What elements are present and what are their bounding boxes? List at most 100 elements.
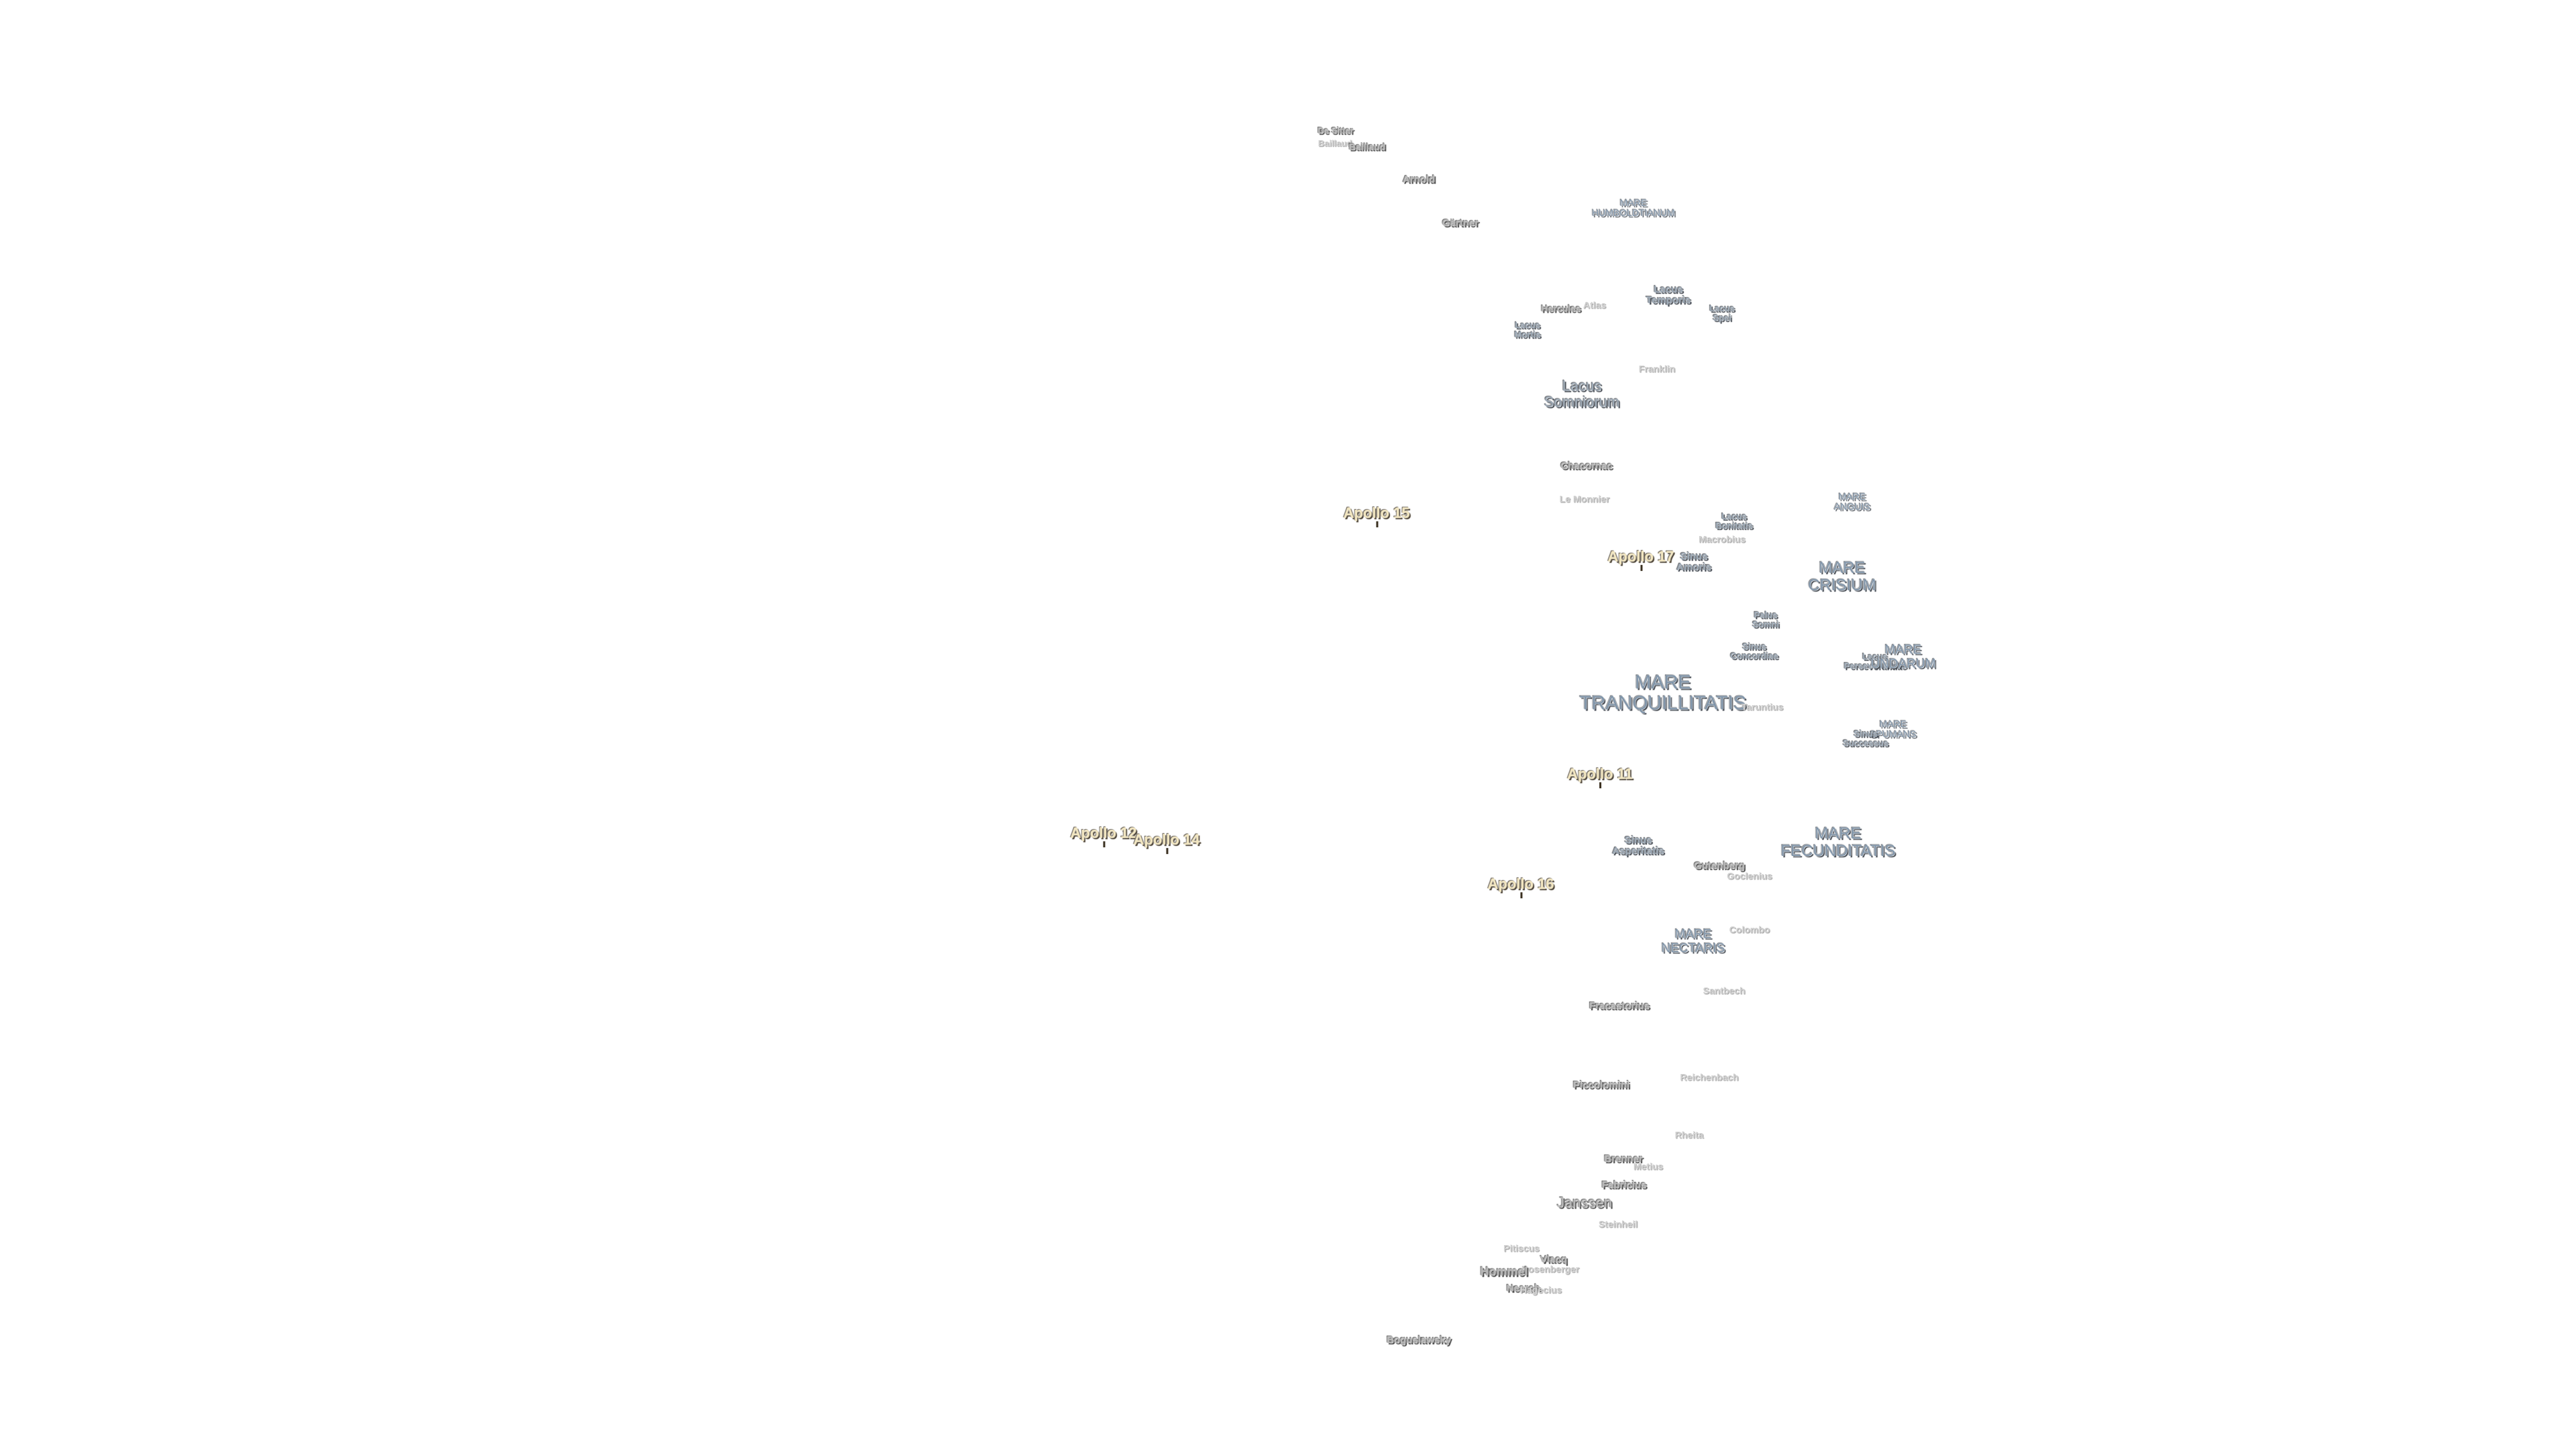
crater-franklin[interactable]: Franklin — [1638, 363, 1676, 374]
crater-fracastorius[interactable]: Fracastorius — [1589, 1000, 1650, 1012]
apollo-14-pin — [1165, 847, 1168, 854]
lacus-perseverantiae-line-1: Lacus — [1862, 651, 1888, 661]
mare-fecunditatis-line-2: FECUNDITATIS — [1780, 842, 1896, 860]
crater-steinheil[interactable]: Steinheil — [1598, 1218, 1638, 1230]
mare-crisium-line-2: CRISIUM — [1808, 576, 1876, 594]
mare-undarum[interactable]: MARE UNDARUM — [1870, 643, 1935, 671]
mare-crisium[interactable]: MARE CRISIUM — [1808, 559, 1876, 594]
palus-somni-line-2: Somni — [1752, 619, 1779, 629]
lacus-mortis[interactable]: Lacus Mortis — [1514, 320, 1541, 339]
crater-baillaud-faint[interactable]: Baillaud — [1318, 138, 1352, 148]
lacus-bonitatis-line-1: Lacus — [1721, 511, 1747, 521]
apollo-12-pin — [1102, 841, 1105, 847]
crater-piccolomini[interactable]: Piccolomini — [1572, 1079, 1630, 1091]
mare-crisium-line-1: MARE — [1819, 559, 1866, 578]
mare-nectaris-line-2: NECTARIS — [1661, 941, 1725, 955]
lacus-spei-line-2: Spei — [1713, 313, 1731, 323]
mare-tranquillitatis-line-1: MARE — [1635, 672, 1691, 694]
crater-reichenbach[interactable]: Reichenbach — [1680, 1071, 1739, 1083]
sinus-asperitatis-line-2: Asperitatis — [1612, 845, 1664, 857]
apollo-14-landing-site[interactable]: Apollo 14 — [1133, 831, 1200, 854]
lacus-bonitatis-line-2: Bonitatis — [1715, 521, 1753, 531]
crater-chacornac[interactable]: Chacornac — [1560, 460, 1613, 472]
apollo-16-label: Apollo 16 — [1487, 875, 1554, 893]
apollo-11-landing-site[interactable]: Apollo 11 — [1567, 765, 1633, 788]
apollo-14-label: Apollo 14 — [1133, 831, 1200, 849]
crater-rosenberger[interactable]: Rosenberger — [1521, 1263, 1580, 1275]
lacus-spei[interactable]: Lacus Spei — [1709, 303, 1735, 323]
crater-goclenius[interactable]: Goclenius — [1727, 870, 1772, 881]
crater-fabricius[interactable]: Fabricius — [1601, 1179, 1647, 1191]
apollo-17-pin — [1640, 564, 1642, 571]
mare-tranquillitatis[interactable]: MARE TRANQUILLITATIS — [1579, 672, 1747, 715]
mare-nectaris[interactable]: MARE NECTARIS — [1662, 928, 1725, 955]
mare-fecunditatis-line-1: MARE — [1815, 824, 1862, 843]
crater-hommel[interactable]: Hommel — [1480, 1265, 1528, 1279]
apollo-17-landing-site[interactable]: Apollo 17 — [1607, 548, 1674, 571]
crater-rheita[interactable]: Rheita — [1674, 1129, 1704, 1140]
crater-arnold[interactable]: Arnold — [1402, 173, 1436, 185]
lacus-somniorum-line-1: Lacus — [1562, 377, 1602, 394]
crater-taruntius[interactable]: Taruntius — [1741, 701, 1784, 712]
lacus-perseverantiae-line-2: Perseverantiae — [1843, 661, 1907, 671]
lacus-bonitatis[interactable]: Lacus Bonitatis — [1715, 511, 1753, 531]
mare-tranquillitatis-line-2: TRANQUILLITATIS — [1579, 693, 1747, 714]
apollo-11-label: Apollo 11 — [1567, 765, 1633, 783]
mare-humboldtianum-line-1: MARE — [1619, 197, 1648, 208]
sinus-successus[interactable]: Sinus Successus — [1843, 729, 1888, 748]
mare-humboldtianum[interactable]: MARE HUMBOLDTIANUM — [1592, 197, 1675, 218]
apollo-12-landing-site[interactable]: Apollo 12 — [1070, 825, 1137, 847]
crater-metius[interactable]: Metius — [1633, 1161, 1664, 1172]
crater-de-sitter[interactable]: De Sitter — [1318, 125, 1354, 136]
crater-gartner[interactable]: Gärtner — [1442, 217, 1479, 229]
sinus-successus-line-2: Successus — [1843, 738, 1888, 748]
crater-santbech[interactable]: Santbech — [1703, 985, 1746, 996]
sinus-asperitatis-line-1: Sinus — [1624, 834, 1652, 846]
apollo-11-pin — [1599, 782, 1601, 788]
sinus-amoris[interactable]: Sinus Amoris — [1676, 551, 1711, 573]
lacus-somniorum-line-2: Somniorum — [1544, 393, 1620, 410]
apollo-15-label: Apollo 15 — [1343, 504, 1410, 522]
apollo-15-pin — [1375, 521, 1378, 527]
crater-macrobius[interactable]: Macrobius — [1698, 533, 1746, 545]
mare-anguis-line-2: ANGUIS — [1834, 501, 1870, 512]
mare-undarum-line-1: MARE — [1884, 643, 1922, 657]
apollo-16-landing-site[interactable]: Apollo 16 — [1487, 875, 1554, 898]
crater-boguslawsky[interactable]: Boguslawsky — [1387, 1334, 1451, 1346]
mare-humboldtianum-line-2: HUMBOLDTIANUM — [1592, 207, 1675, 218]
mare-spumans[interactable]: MARE SPUMANS — [1870, 718, 1916, 739]
sinus-concordiae-line-2: Concordiae — [1730, 651, 1778, 661]
crater-colombo[interactable]: Colombo — [1729, 924, 1770, 935]
palus-somni[interactable]: Palus Somni — [1752, 610, 1779, 629]
mare-nectaris-line-1: MARE — [1674, 927, 1712, 942]
lacus-somniorum[interactable]: Lacus Somniorum — [1544, 378, 1619, 410]
crater-hercules[interactable]: Hercules — [1541, 303, 1581, 314]
crater-brenner[interactable]: Brenner — [1604, 1152, 1643, 1165]
crater-hagecius[interactable]: Hagecius — [1519, 1284, 1562, 1295]
sinus-asperitatis[interactable]: Sinus Asperitatis — [1612, 835, 1664, 857]
mare-spumans-line-1: MARE — [1879, 718, 1907, 729]
lacus-perseverantiae[interactable]: Lacus Perseverantiae — [1843, 651, 1907, 671]
crater-atlas[interactable]: Atlas — [1582, 299, 1607, 311]
mare-fecunditatis[interactable]: MARE FECUNDITATIS — [1780, 825, 1895, 860]
sinus-amoris-line-2: Amoris — [1676, 561, 1711, 573]
apollo-15-landing-site[interactable]: Apollo 15 — [1343, 504, 1410, 527]
mare-undarum-line-2: UNDARUM — [1870, 657, 1936, 671]
lacus-mortis-line-2: Mortis — [1514, 329, 1541, 339]
crater-vlacq[interactable]: Vlacq — [1540, 1253, 1568, 1265]
crater-baillaud[interactable]: Baillaud — [1348, 141, 1386, 152]
crater-le-monnier[interactable]: Le Monnier — [1559, 493, 1610, 504]
mare-anguis-line-1: MARE — [1838, 490, 1866, 502]
lacus-temporis-line-2: Temporis — [1646, 294, 1691, 306]
mare-anguis[interactable]: MARE ANGUIS — [1834, 490, 1870, 512]
sinus-amoris-line-1: Sinus — [1680, 550, 1708, 562]
crater-janssen[interactable]: Janssen — [1557, 1194, 1612, 1212]
sinus-concordiae-line-1: Sinus — [1742, 641, 1766, 651]
apollo-17-label: Apollo 17 — [1607, 548, 1674, 566]
crater-pitiscus[interactable]: Pitiscus — [1503, 1242, 1540, 1254]
sinus-concordiae[interactable]: Sinus Concordiae — [1730, 641, 1778, 661]
lacus-temporis[interactable]: Lacus Temporis — [1646, 284, 1690, 306]
crater-nearch[interactable]: Nearch — [1506, 1282, 1541, 1294]
crater-gutenberg[interactable]: Gutenberg — [1694, 859, 1745, 871]
